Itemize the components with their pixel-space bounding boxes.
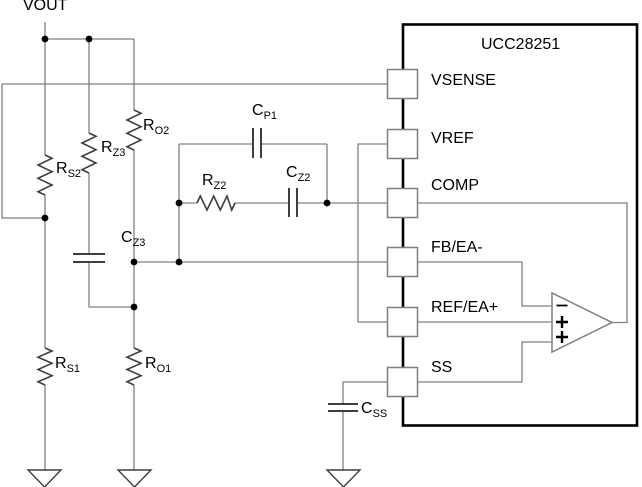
resistor-rs2-icon: [36, 154, 54, 196]
pin-label-ref-ea: REF/EA+: [431, 299, 499, 316]
label-cz2-base: C: [286, 164, 298, 181]
label-rz2: RZ2: [202, 172, 227, 193]
pin-label-fb-ea: FB/EA-: [431, 239, 483, 256]
label-ro2-sub: O2: [154, 125, 170, 138]
resistor-ro1-icon: [125, 347, 144, 386]
wire-ss-internal: [418, 341, 552, 383]
junction-dot: [85, 35, 93, 43]
error-amplifier: [551, 291, 614, 354]
pin-box-comp: [386, 187, 419, 219]
wire-ss-to-css: [342, 381, 388, 470]
resistors: [36, 109, 236, 386]
label-rs1-base: R: [55, 355, 67, 372]
label-rz3-base: R: [101, 139, 113, 156]
pin-box-ss: [386, 366, 419, 398]
label-rz2-sub: Z2: [213, 180, 227, 193]
pin-box-ref-ea: [386, 306, 419, 338]
junction-dot: [175, 258, 183, 266]
label-rs1: RS1: [55, 355, 81, 376]
ground-css-icon: [325, 469, 362, 487]
ic-body-outline: [401, 23, 639, 427]
label-cp1: CP1: [252, 102, 278, 123]
capacitor-cz2-icon: [288, 188, 298, 217]
label-cz3: CZ3: [121, 229, 146, 250]
wire-vsense-feedback: [1, 83, 387, 219]
label-rz2-base: R: [202, 172, 214, 189]
label-css-sub: SS: [372, 408, 388, 421]
ground-ro1-icon: [116, 469, 153, 487]
vout-label: VOUT: [23, 0, 68, 14]
label-cp1-sub: P1: [263, 110, 278, 123]
label-rs2-base: R: [56, 160, 68, 177]
pin-label-ss: SS: [431, 359, 453, 376]
capacitors: [73, 128, 358, 412]
label-css: CSS: [361, 400, 388, 421]
resistor-rs1-icon: [36, 347, 55, 386]
label-cz3-sub: Z3: [132, 237, 146, 250]
junction-dot: [41, 35, 49, 43]
capacitor-cz3-icon: [73, 253, 105, 263]
wire-vref-to-ref: [357, 143, 387, 323]
resistor-rz3-icon: [80, 132, 98, 174]
wire-fb-internal: [418, 261, 552, 307]
label-cp1-base: C: [252, 102, 264, 119]
label-rs2-sub: S2: [67, 168, 82, 181]
resistor-rz2-icon: [196, 193, 236, 213]
label-ro1-sub: O1: [156, 363, 172, 376]
ground-rs1-icon: [26, 469, 63, 487]
label-rz3-sub: Z3: [112, 147, 126, 160]
label-css-base: C: [361, 400, 373, 417]
label-rs2: RS2: [56, 160, 82, 181]
junction-dot: [130, 258, 138, 266]
wire-rz3-cz3-column: [88, 39, 134, 308]
junction-dot: [323, 199, 331, 207]
pin-box-vref: [386, 128, 419, 160]
resistor-ro2-icon: [125, 109, 143, 151]
junction-dot: [130, 303, 138, 311]
pin-label-comp: COMP: [431, 177, 479, 194]
capacitor-cp1-icon: [252, 128, 262, 158]
pin-box-fb-ea: [386, 246, 419, 278]
label-rs1-sub: S1: [66, 363, 81, 376]
label-ro2-base: R: [143, 117, 155, 134]
label-rz3: RZ3: [101, 139, 126, 160]
capacitor-css-icon: [328, 403, 358, 412]
junction-dot: [175, 199, 183, 207]
grounds: [26, 469, 362, 487]
pin-box-vsense: [386, 68, 419, 100]
pin-label-vref: VREF: [431, 130, 474, 147]
pin-label-vsense: VSENSE: [431, 72, 496, 89]
opamp-plus2-input-icon: [556, 331, 568, 343]
label-cz2-sub: Z2: [297, 172, 311, 185]
pin-boxes: [386, 68, 419, 398]
label-ro1-base: R: [145, 355, 157, 372]
junction-dot: [41, 214, 49, 222]
wire-cp1-branch: [179, 143, 328, 203]
wire-comp-internal: [418, 202, 628, 324]
label-ro1: RO1: [145, 355, 172, 376]
label-cz3-base: C: [121, 229, 133, 246]
opamp-plus-input-icon: [556, 316, 568, 328]
junction-dots: [41, 35, 331, 311]
label-cz2: CZ2: [286, 164, 311, 185]
label-ro2: RO2: [143, 117, 170, 138]
chip-name-label: UCC28251: [481, 36, 561, 53]
